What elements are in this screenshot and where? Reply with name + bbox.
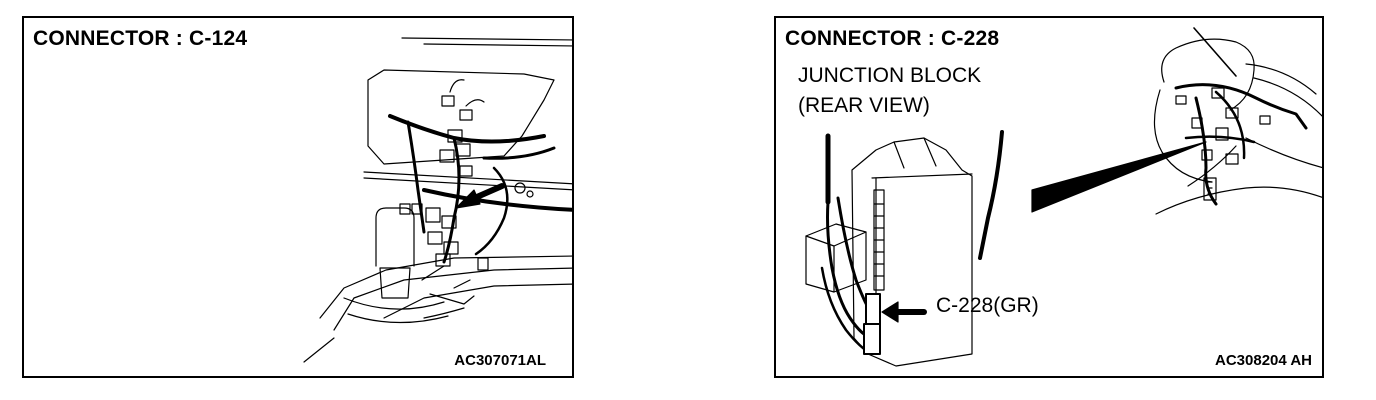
figure-code: AC308204 AH <box>1215 352 1312 369</box>
panel-title: CONNECTOR : C-124 <box>33 27 248 50</box>
connector-callout-label: C-228(GR) <box>936 294 1039 317</box>
junction-block-illustration <box>805 27 1322 367</box>
panel-title: CONNECTOR : C-228 <box>785 27 1000 50</box>
junction-block-label: JUNCTION BLOCK <box>798 64 982 87</box>
rear-view-label: (REAR VIEW) <box>798 94 930 117</box>
diagram-panel-c228: CONNECTOR : C-228 JUNCTION BLOCK (REAR V… <box>774 16 1324 378</box>
diagram-panel-c124: CONNECTOR : C-124 AC307071AL <box>22 16 574 378</box>
figure-code: AC307071AL <box>454 352 546 369</box>
console-wiring-illustration <box>303 37 572 363</box>
